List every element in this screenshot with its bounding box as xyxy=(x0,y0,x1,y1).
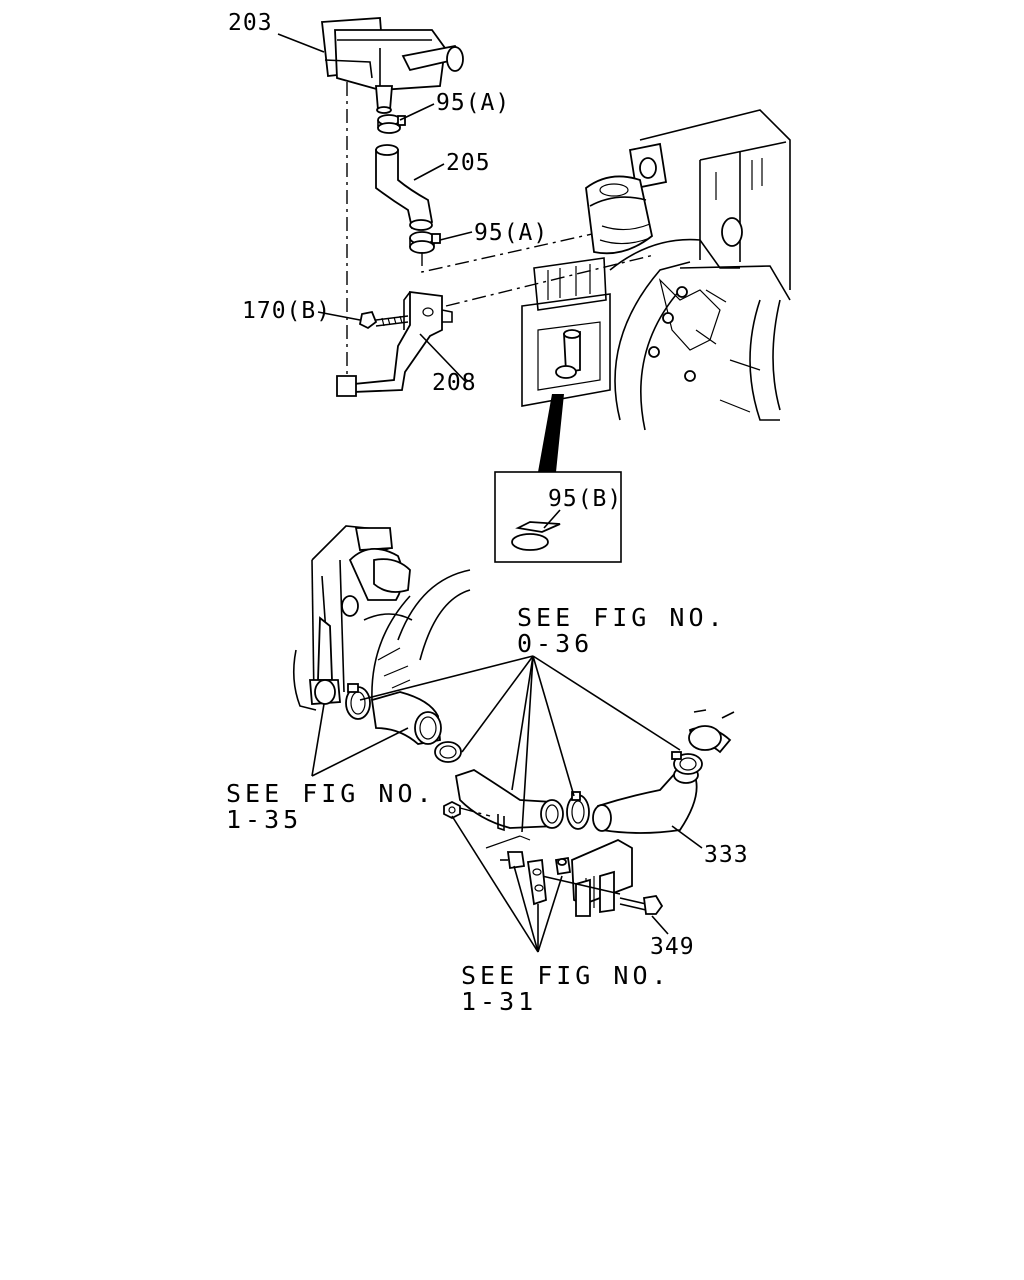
label-part-349: 349 xyxy=(650,934,695,960)
lower-bracket-assembly xyxy=(485,835,633,917)
part-333-hose xyxy=(592,766,699,834)
detail-box-95b xyxy=(494,471,622,563)
turbo-housing xyxy=(292,525,471,711)
clamp-right-duct xyxy=(671,751,703,775)
ref-fig-0-36-line2: 0-36 xyxy=(517,629,593,658)
intake-pipe-upper xyxy=(370,691,442,745)
label-part-205: 205 xyxy=(446,150,491,176)
clamp-95a-upper xyxy=(377,114,406,134)
leader-lines xyxy=(277,33,703,953)
clamp-95a-lower xyxy=(409,231,441,254)
part-203-housing xyxy=(321,17,464,114)
ref-fig-1-31-line2: 1-31 xyxy=(461,987,537,1016)
ref-fig-0-36-line1: SEE FIG NO. xyxy=(517,603,727,632)
part-208-bracket xyxy=(336,290,453,397)
centerline-bracket-engine xyxy=(445,254,655,307)
ref-fig-1-35-line1: SEE FIG NO. xyxy=(226,779,436,808)
nut-small xyxy=(443,800,491,820)
label-part-95b: 95(B) xyxy=(548,486,622,512)
label-part-95a-upper: 95(A) xyxy=(436,90,510,116)
intake-pipe-middle xyxy=(454,769,564,832)
label-part-208: 208 xyxy=(432,370,477,396)
bolt-349 xyxy=(619,895,664,915)
ref-fig-1-35-line2: 1-35 xyxy=(226,805,302,834)
intercooler-duct xyxy=(688,709,735,754)
detail-callout-wedge xyxy=(538,394,564,472)
centerline-hose-engine xyxy=(421,229,611,273)
engine-block xyxy=(521,109,791,431)
label-part-95a-lower: 95(A) xyxy=(474,220,548,246)
clamp-turbo-outlet xyxy=(345,683,371,720)
label-part-203: 203 xyxy=(228,10,273,36)
bolt-170b xyxy=(358,310,409,330)
ref-fig-1-31-line1: SEE FIG NO. xyxy=(461,961,671,990)
label-part-170b: 170(B) xyxy=(242,298,331,324)
clamp-middle xyxy=(434,741,462,763)
part-205-hose xyxy=(375,144,434,231)
label-part-333: 333 xyxy=(704,842,749,868)
clamp-pipe-end xyxy=(566,791,590,830)
